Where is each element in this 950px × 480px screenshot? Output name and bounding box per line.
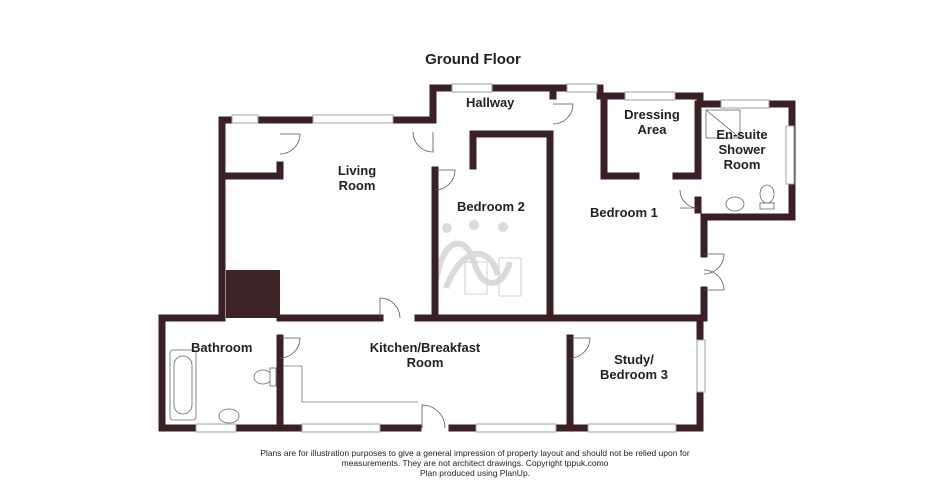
disclaimer-line-2: measurements. They are not architect dra… bbox=[341, 458, 609, 468]
label-bedroom-2: Bedroom 2 bbox=[457, 199, 525, 214]
ensuite-basin bbox=[725, 196, 745, 212]
chimney-breast bbox=[226, 270, 280, 318]
toilet bbox=[253, 369, 273, 385]
disclaimer-line-1: Plans are for illustration purposes to g… bbox=[260, 448, 690, 458]
disclaimer-footer: Plans are for illustration purposes to g… bbox=[0, 448, 950, 478]
floor-title: Ground Floor bbox=[425, 51, 521, 68]
label-study: Study/ Bedroom 3 bbox=[600, 352, 668, 382]
label-dressing-area: Dressing Area bbox=[624, 107, 680, 137]
label-ensuite: En-suite Shower Room bbox=[716, 127, 768, 172]
label-bathroom: Bathroom bbox=[191, 340, 253, 355]
ensuite-fixtures bbox=[705, 109, 775, 212]
bathroom-fixtures bbox=[169, 349, 277, 424]
disclaimer-line-3: Plan produced using PlanUp. bbox=[419, 468, 531, 478]
label-living-room: Living Room bbox=[337, 163, 377, 193]
ensuite-toilet bbox=[759, 184, 775, 204]
label-bedroom-1: Bedroom 1 bbox=[590, 205, 658, 220]
basin bbox=[218, 408, 240, 424]
label-hallway: Hallway bbox=[466, 95, 515, 110]
label-kitchen: Kitchen/Breakfast Room bbox=[369, 340, 481, 370]
kitchen-counter bbox=[284, 365, 418, 403]
doors bbox=[279, 103, 725, 429]
watermark-logo bbox=[433, 220, 522, 297]
windows bbox=[195, 83, 795, 433]
